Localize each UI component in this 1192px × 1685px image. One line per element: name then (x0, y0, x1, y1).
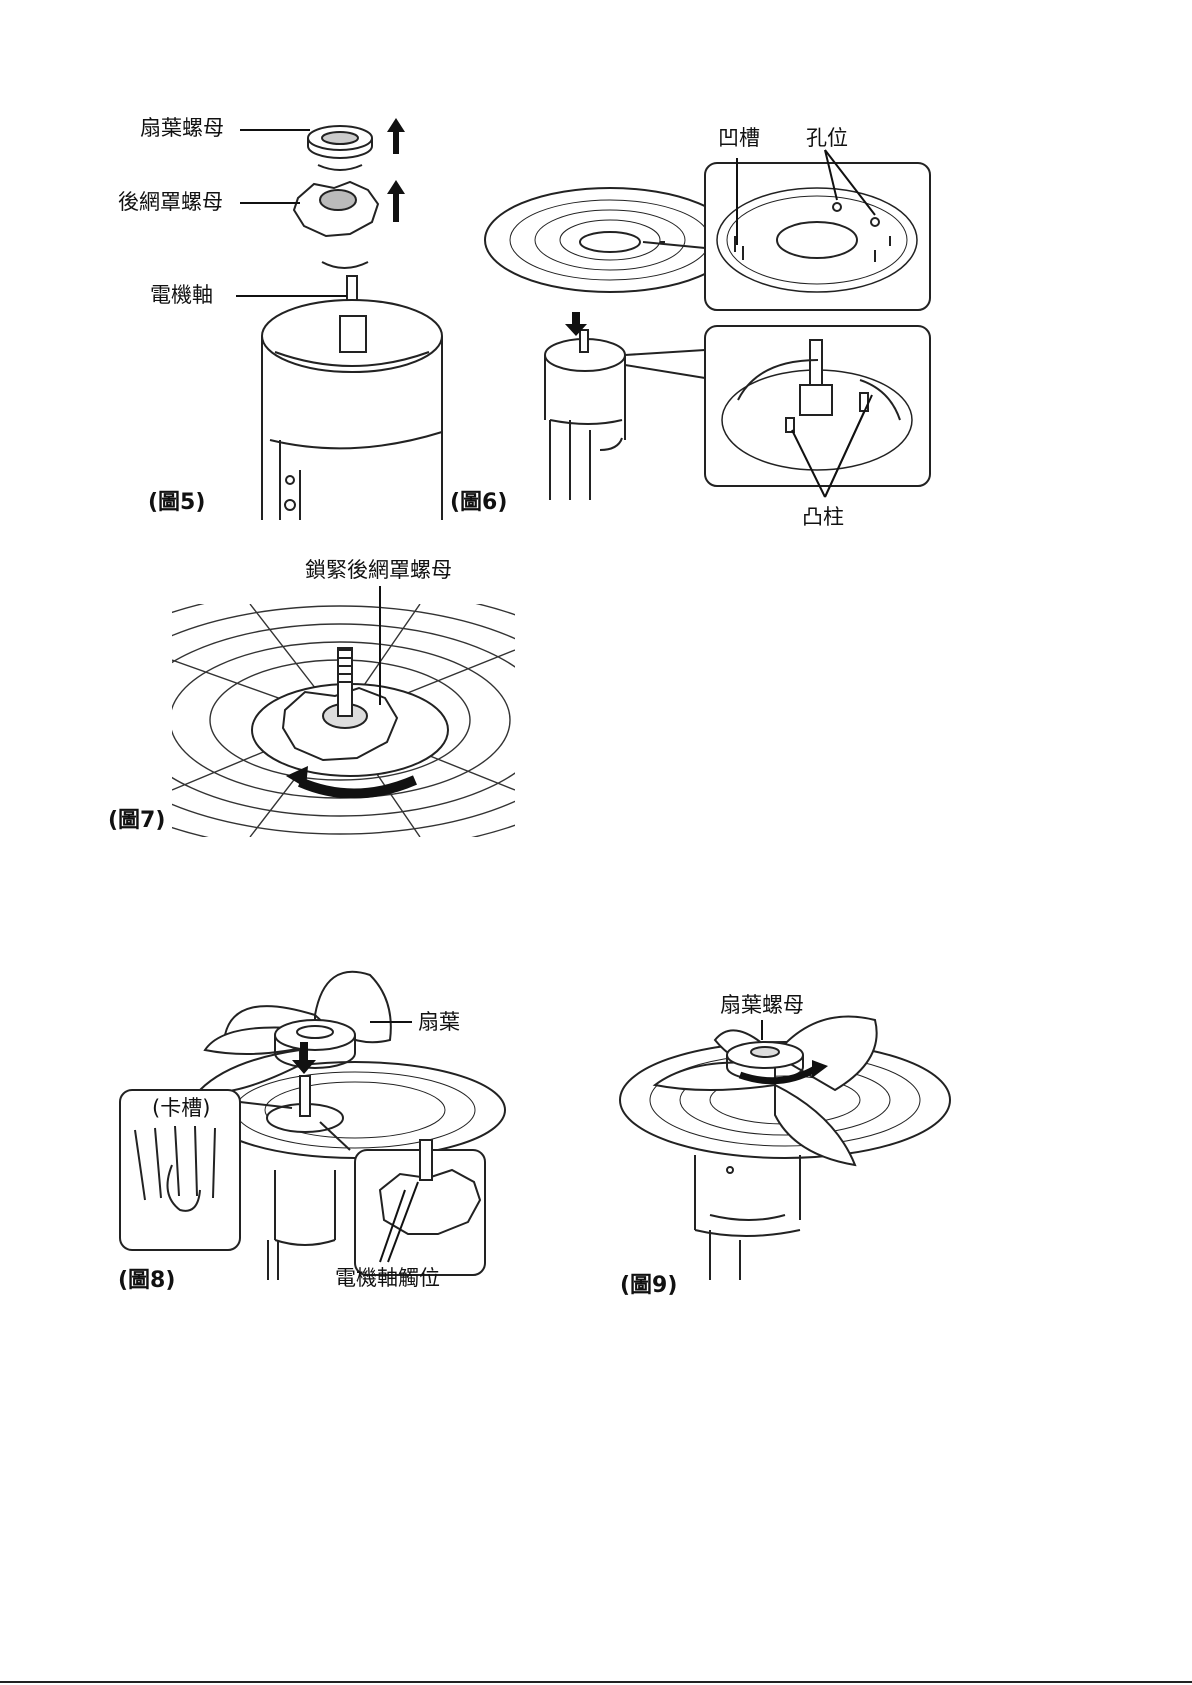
shaft-contact-label: 電機軸觸位 (335, 1268, 440, 1289)
figure-7: 鎖緊後網罩螺母 (圖7) (0, 540, 560, 850)
tighten-rear-guard-nut-label: 鎖緊後網罩螺母 (305, 560, 452, 581)
groove-label: 凹槽 (718, 128, 760, 149)
figure-9: 扇葉螺母 (圖9) (600, 1000, 1020, 1400)
figure-9-caption: (圖9) (620, 1275, 677, 1297)
figure-6-caption: (圖6) (450, 492, 507, 514)
fan-blade-label: 扇葉 (418, 1012, 460, 1033)
figure-8: 扇葉 (卡槽) 電機軸觸位 (圖8) (0, 1000, 560, 1380)
fan-blade-mounting-illustration (0, 1000, 560, 1380)
slot-label: (卡槽) (152, 1098, 210, 1119)
page-bottom-rule (0, 1681, 1192, 1683)
rear-guard-mounting-illustration (480, 0, 1192, 540)
tighten-nut-illustration (0, 540, 560, 850)
motor-assembly-illustration (0, 0, 480, 530)
fan-nut-label: 扇葉螺母 (140, 118, 224, 139)
figure-5-caption: (圖5) (148, 492, 205, 514)
hole-label: 孔位 (806, 128, 848, 149)
figure-8-caption: (圖8) (118, 1270, 175, 1292)
fan-nut-tightening-illustration (600, 1000, 1020, 1400)
fan-nut-label-fig9: 扇葉螺母 (720, 995, 804, 1016)
figure-7-caption: (圖7) (108, 810, 165, 832)
post-label: 凸柱 (802, 507, 844, 528)
rear-guard-nut-label: 後網罩螺母 (118, 192, 223, 213)
motor-shaft-label: 電機軸 (150, 285, 213, 306)
figure-5: 扇葉螺母 後網罩螺母 電機軸 (圖5) (0, 0, 480, 530)
figure-6: 凹槽 孔位 凸柱 (圖6) (480, 0, 1192, 540)
